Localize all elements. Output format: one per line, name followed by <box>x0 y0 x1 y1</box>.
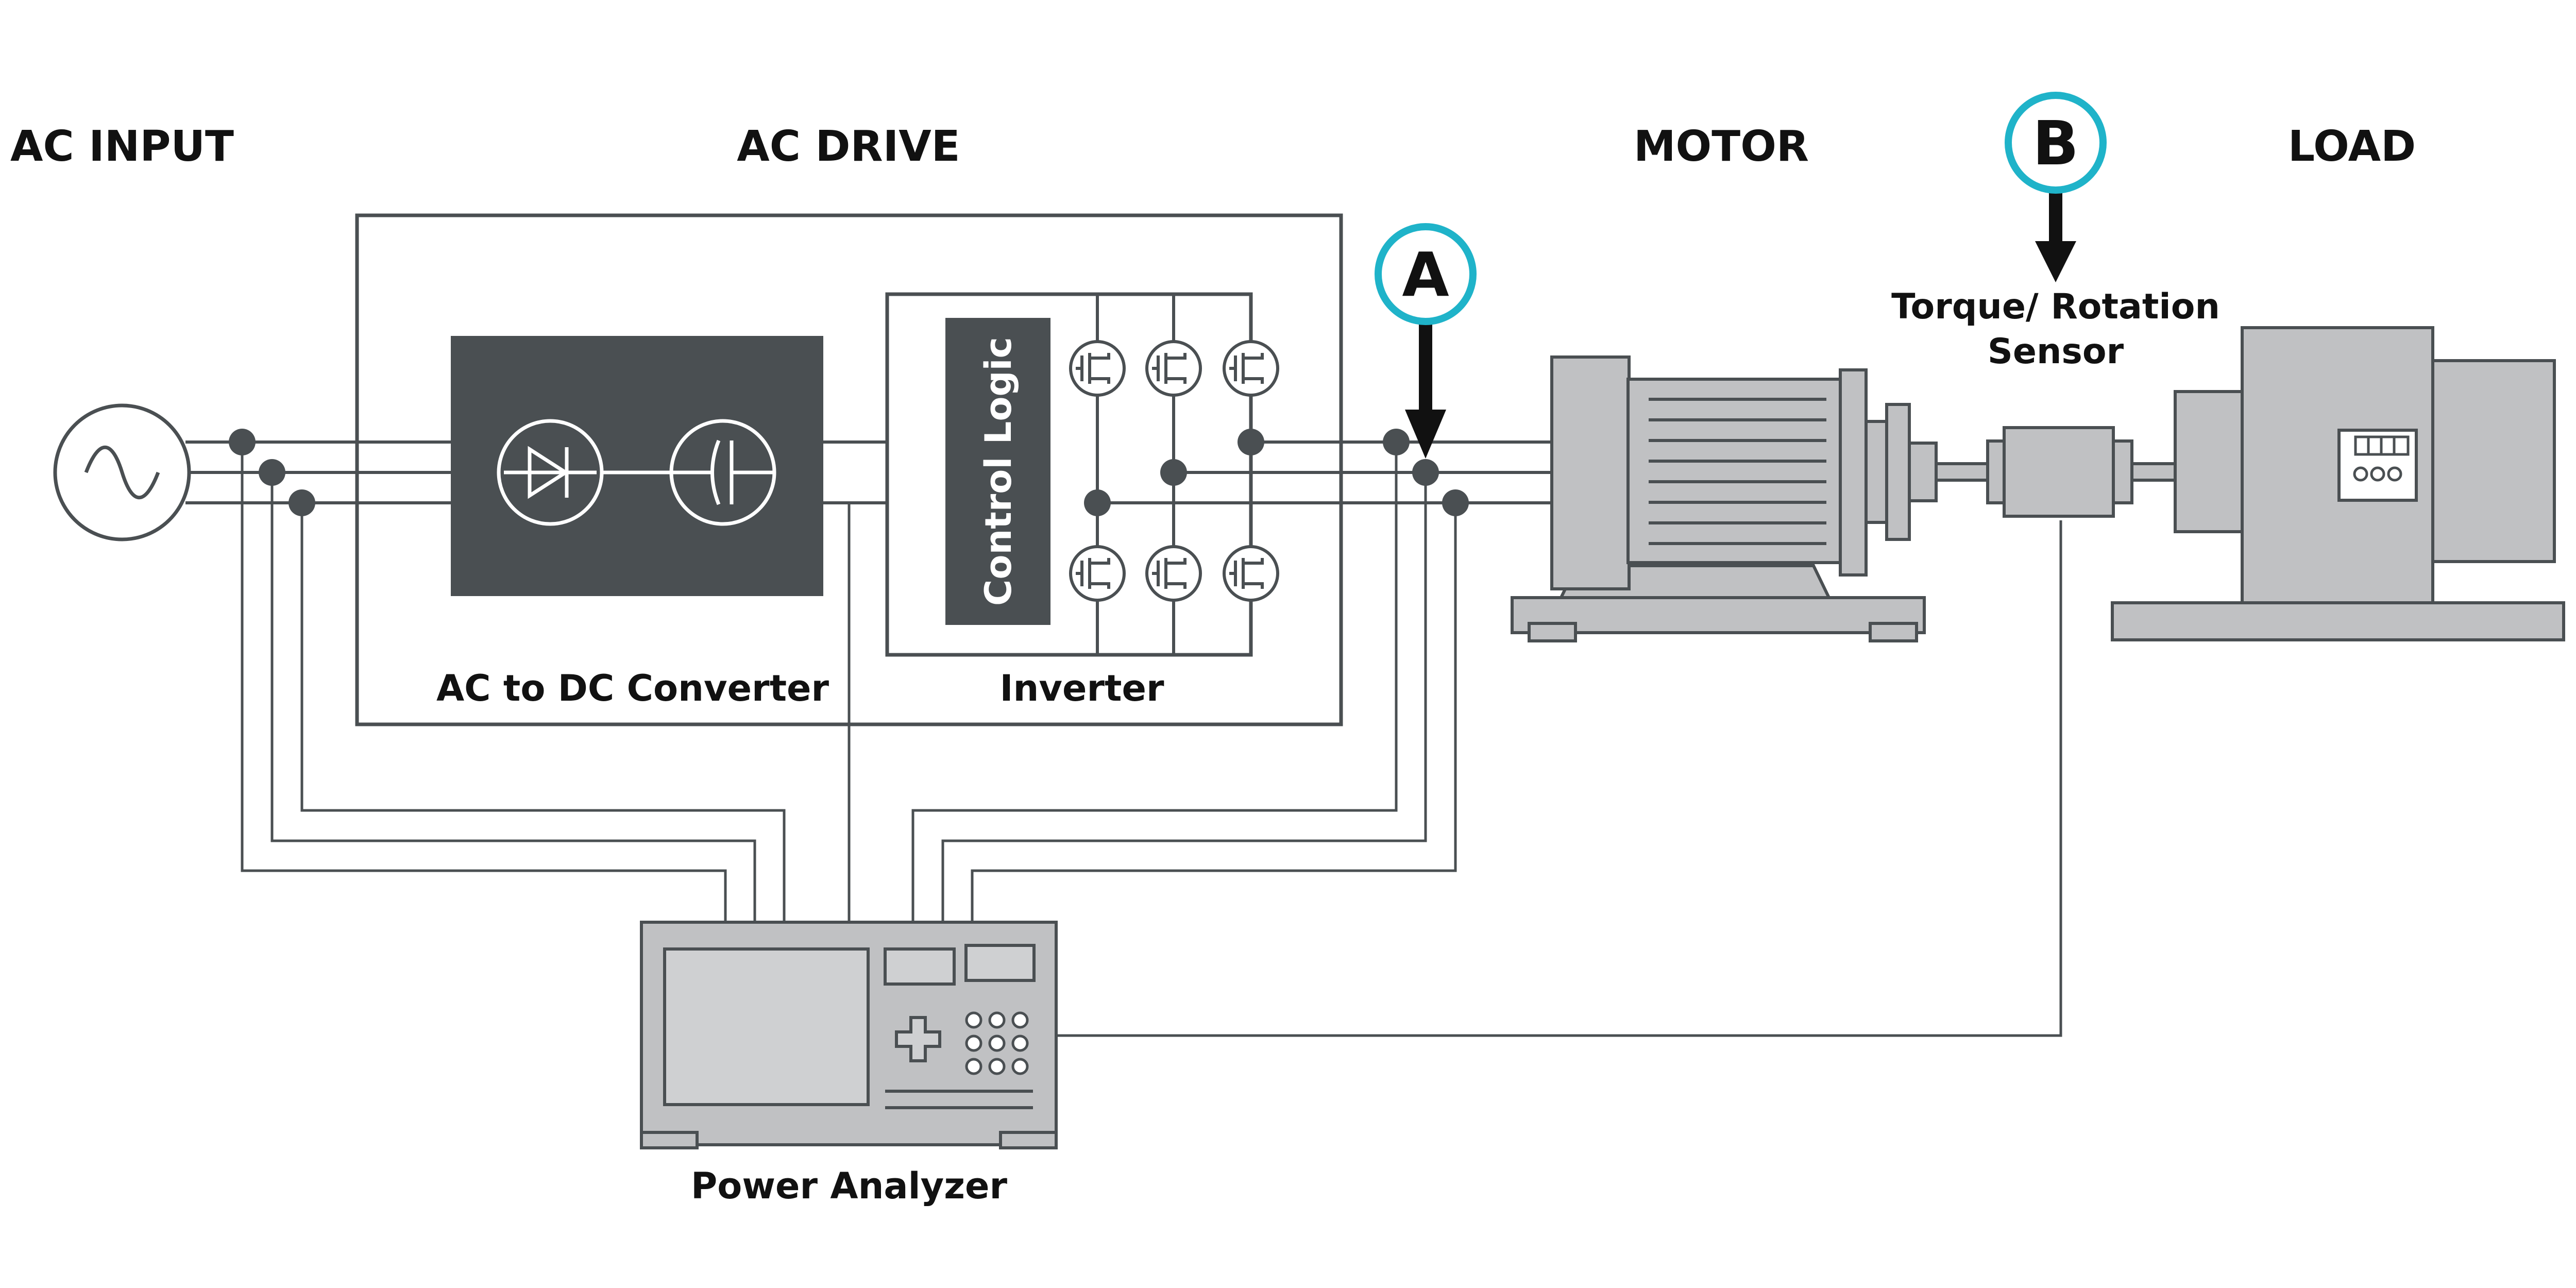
sensor-signal-wire <box>1056 520 2062 1037</box>
converter-label: AC to DC Converter <box>436 667 829 709</box>
load-shaft <box>2127 462 2178 482</box>
input-tap-wires <box>241 442 786 922</box>
marker-a: A <box>1375 223 1477 459</box>
output-tap-wires <box>911 442 1457 922</box>
motor-shaft <box>1935 462 1989 482</box>
section-load: LOAD <box>2288 122 2416 171</box>
torque-sensor <box>1986 426 2133 518</box>
mosfet-icon <box>1069 340 1126 397</box>
analyzer-keypad <box>965 1011 1029 1075</box>
mosfet-icon <box>1069 545 1126 602</box>
connection-nodes <box>229 429 1469 516</box>
mosfet-icon <box>1145 545 1202 602</box>
marker-b-label: B <box>2032 108 2079 179</box>
analyzer-screen <box>663 947 870 1106</box>
sensor-label-line1: Torque/ Rotation <box>1891 286 2220 327</box>
mosfet-icon <box>1223 340 1279 397</box>
section-ac-input: AC INPUT <box>10 122 234 171</box>
inverter-frame <box>885 292 1253 657</box>
mosfet-icon <box>1145 340 1202 397</box>
converter-block <box>451 336 823 596</box>
motor <box>1511 355 1938 642</box>
ac-sine-icon <box>53 403 191 541</box>
sensor-label-line2: Sensor <box>1988 331 2124 372</box>
control-logic-block <box>945 318 1050 625</box>
marker-a-label: A <box>1402 239 1449 310</box>
power-analyzer <box>640 921 1058 1149</box>
load-machine <box>2111 326 2565 641</box>
input-wires <box>185 440 451 504</box>
analyzer-display-2 <box>964 944 1036 982</box>
diode-icon <box>497 419 604 526</box>
capacitor-icon <box>669 419 776 526</box>
inverter-label: Inverter <box>1000 667 1164 709</box>
section-ac-drive: AC DRIVE <box>737 122 960 171</box>
dc-bus-wires <box>823 440 887 504</box>
power-analyzer-label: Power Analyzer <box>691 1165 1008 1207</box>
analyzer-display-1 <box>884 947 956 986</box>
mosfet-icon <box>1223 545 1279 602</box>
marker-b: B <box>2005 92 2107 282</box>
section-motor: MOTOR <box>1634 122 1809 171</box>
control-logic-label: Control Logic <box>977 337 1020 606</box>
analyzer-dpad <box>895 1016 941 1062</box>
